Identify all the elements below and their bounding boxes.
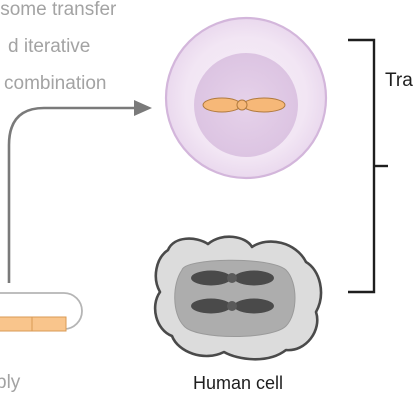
transfer-arrow [7,100,152,283]
gray-chromosome-top [191,270,274,286]
process-label-line-1: isome transfer [0,0,117,20]
process-label-line-3: combination [4,73,107,94]
assembly-vector [0,292,83,332]
gray-chromosome-bottom [191,298,274,314]
orange-chromosome [202,97,286,113]
human-cell-label: Human cell [193,373,284,393]
bracket [348,38,388,294]
process-label-line-2: d iterative [8,36,91,57]
human-cell [153,235,323,361]
yeast-cell [164,16,328,180]
assembly-label: bly [0,372,21,393]
bracket-label: Tra [385,70,413,91]
